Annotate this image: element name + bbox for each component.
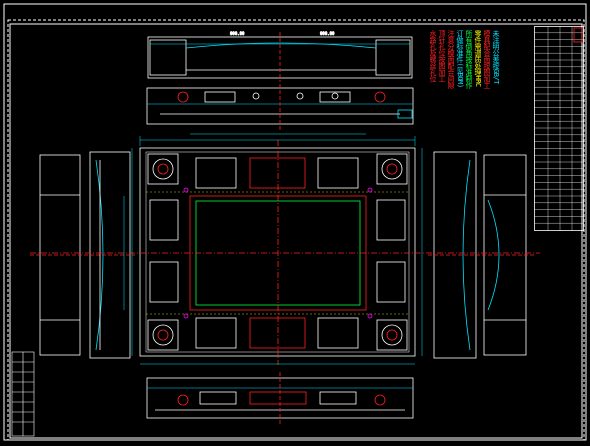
svg-text:000.00: 000.00 [320, 31, 335, 36]
note-line: 顶针孔位按图加工 [438, 30, 446, 82]
note-line: 零件需调质处理HRC [474, 30, 482, 87]
title-block[interactable] [534, 26, 584, 231]
revision-block [11, 351, 35, 437]
note-line: 未注明公差按GB/T [492, 30, 500, 84]
top-elevation-view[interactable]: 000.00 000.00 [147, 31, 413, 82]
note-line: 水路孔及螺丝孔位 [429, 30, 437, 82]
note-line: 订做标准件(见BOM) [456, 30, 464, 88]
note-line: 注意分模面配合间隙 [447, 30, 455, 89]
drawing-frame [3, 3, 587, 441]
bottom-section-view[interactable] [146, 372, 414, 424]
title-block-frame [534, 26, 584, 231]
upper-section-view[interactable] [146, 84, 414, 130]
dimension-lines [123, 133, 423, 365]
approval-stamp [573, 27, 583, 43]
note-line: 模具配合面按图加工 [483, 30, 491, 89]
svg-text:000.00: 000.00 [230, 31, 245, 36]
note-line: 所有倒角按标准制作 [465, 30, 473, 89]
right-side-view[interactable] [428, 151, 535, 359]
main-plan-view[interactable] [30, 140, 540, 365]
left-side-view[interactable] [30, 151, 135, 359]
